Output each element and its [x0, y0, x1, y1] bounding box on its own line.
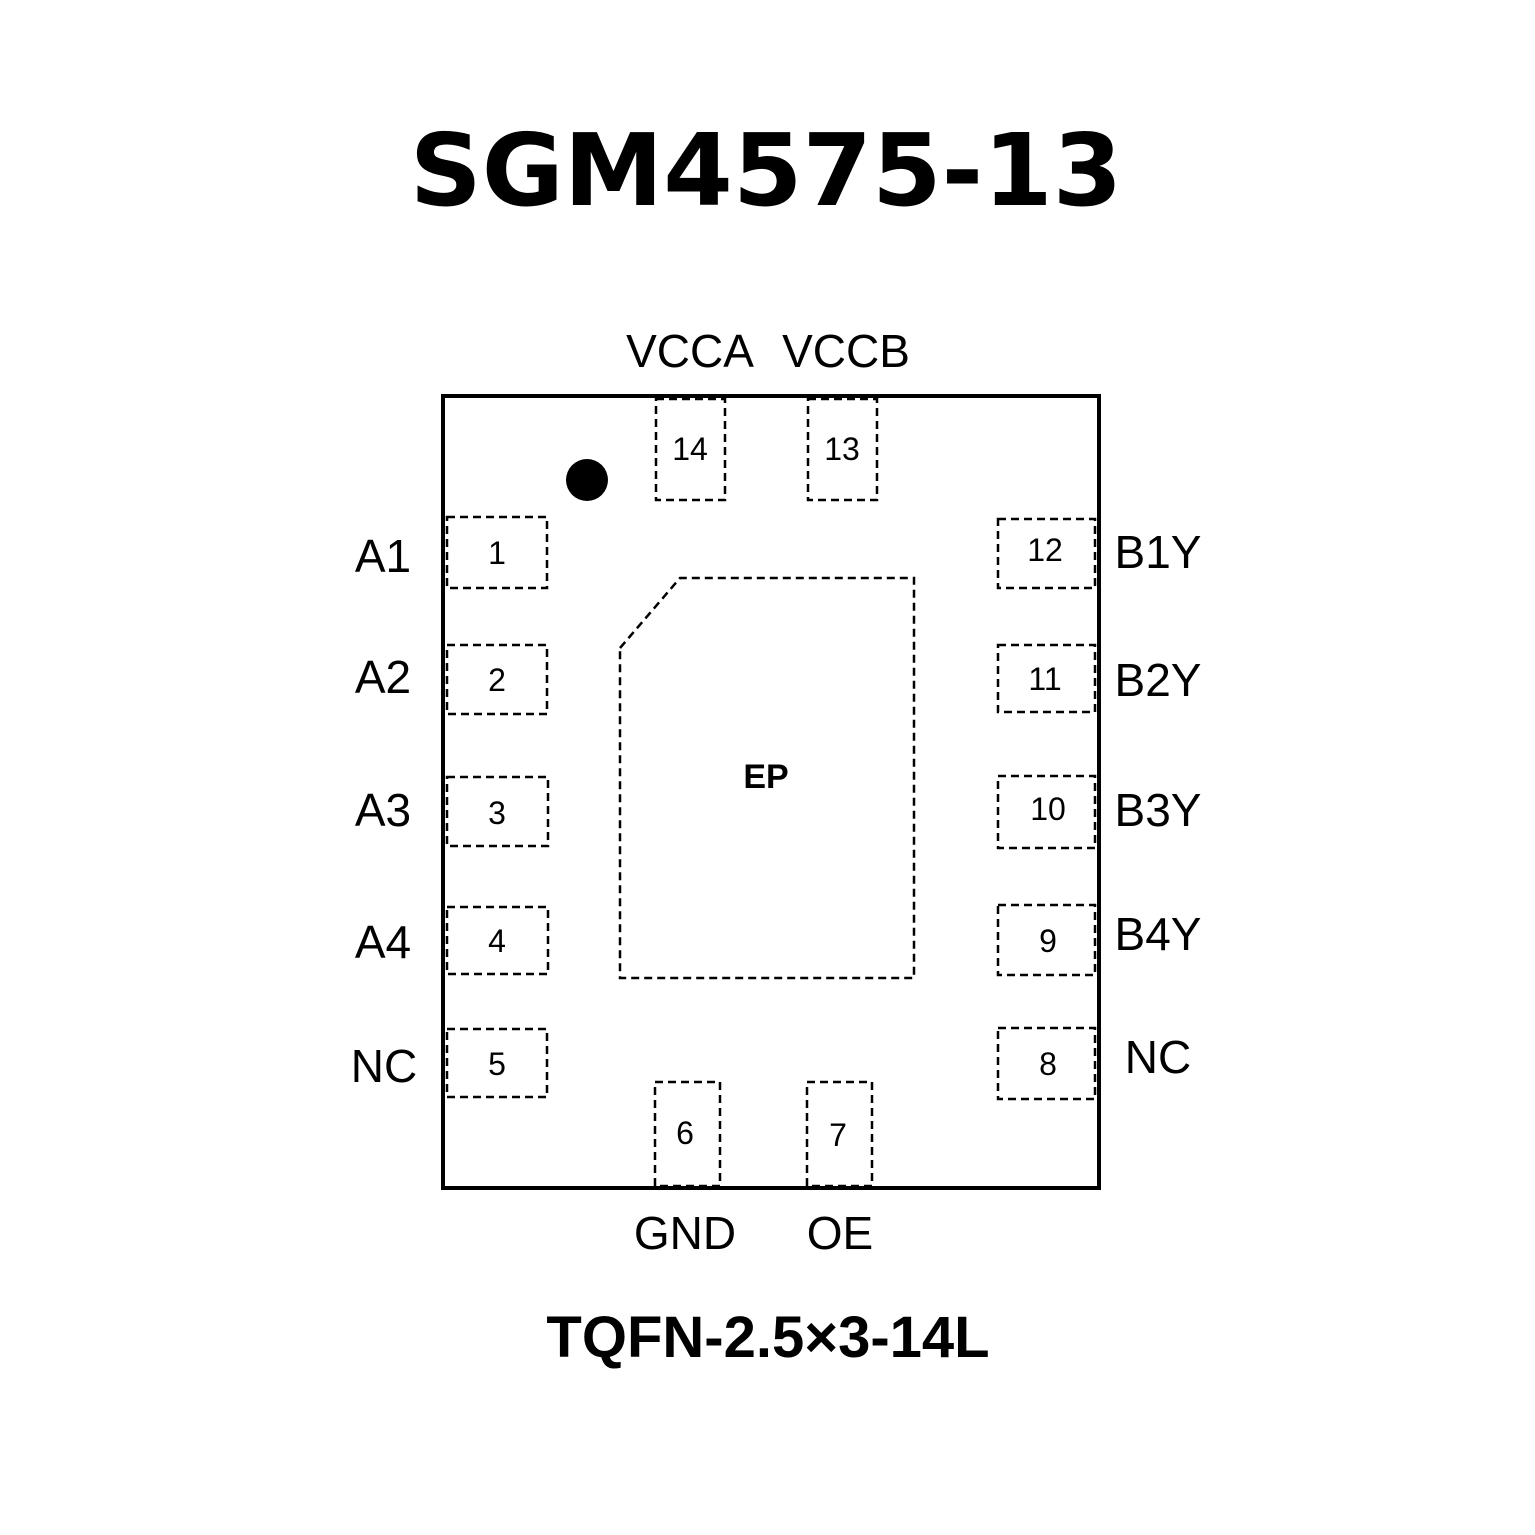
pin-number: 8 [1039, 1046, 1057, 1082]
pin-name: OE [807, 1207, 873, 1259]
pin-3: 3 A3 [355, 775, 550, 848]
pin-number: 7 [829, 1117, 847, 1153]
pin-9: 9 B4Y [996, 903, 1202, 977]
pin-name: B2Y [1115, 654, 1202, 706]
pin-number: 10 [1030, 791, 1066, 827]
pin-number: 14 [672, 431, 708, 467]
pin-number: 12 [1027, 532, 1063, 568]
pin-number: 5 [488, 1046, 506, 1082]
pin-4: 4 A4 [355, 905, 550, 976]
part-title: SGM4575-13 [410, 112, 1123, 229]
pin-name: A3 [355, 784, 411, 836]
pin-number: 9 [1039, 923, 1057, 959]
exposed-pad [618, 576, 916, 980]
pin-name: B4Y [1115, 908, 1202, 960]
pin-number: 13 [824, 431, 860, 467]
pin-number: 3 [488, 795, 506, 831]
exposed-pad-label: EP [743, 758, 788, 796]
pin-8: 8 NC [996, 1026, 1191, 1101]
pin-11: 11 B2Y [996, 643, 1202, 714]
pin-name: A2 [355, 651, 411, 703]
pin-name: VCCA [626, 325, 754, 377]
pin-number: 2 [488, 662, 506, 698]
pin-number: 1 [488, 535, 506, 571]
pin-number: 4 [488, 923, 506, 959]
pin-number: 11 [1028, 661, 1061, 697]
pin1-indicator-dot [566, 459, 608, 501]
pin-2: 2 A2 [355, 643, 549, 716]
pin-12: 12 B1Y [996, 517, 1202, 590]
pin-name: B3Y [1115, 784, 1202, 836]
pin-name: A1 [355, 530, 411, 582]
pin-name: B1Y [1115, 526, 1202, 578]
pin-name: A4 [355, 916, 411, 968]
pin-name: VCCB [782, 325, 910, 377]
pin-6: 6 GND [634, 1080, 736, 1259]
pin-1: 1 A1 [355, 515, 549, 590]
pin-5: 5 NC [351, 1027, 549, 1099]
pin-14: 14 VCCA [626, 325, 754, 502]
pin-name: NC [1125, 1031, 1191, 1083]
pin-13: 13 VCCB [782, 325, 910, 502]
package-name: TQFN-2.5×3-14L [546, 1305, 989, 1370]
package-outline [441, 394, 1101, 1190]
pin-name: NC [351, 1040, 417, 1092]
pin-name: GND [634, 1207, 736, 1259]
pin-number: 6 [676, 1115, 694, 1151]
pin-10: 10 B3Y [996, 774, 1202, 850]
pin-7: 7 OE [805, 1080, 874, 1259]
